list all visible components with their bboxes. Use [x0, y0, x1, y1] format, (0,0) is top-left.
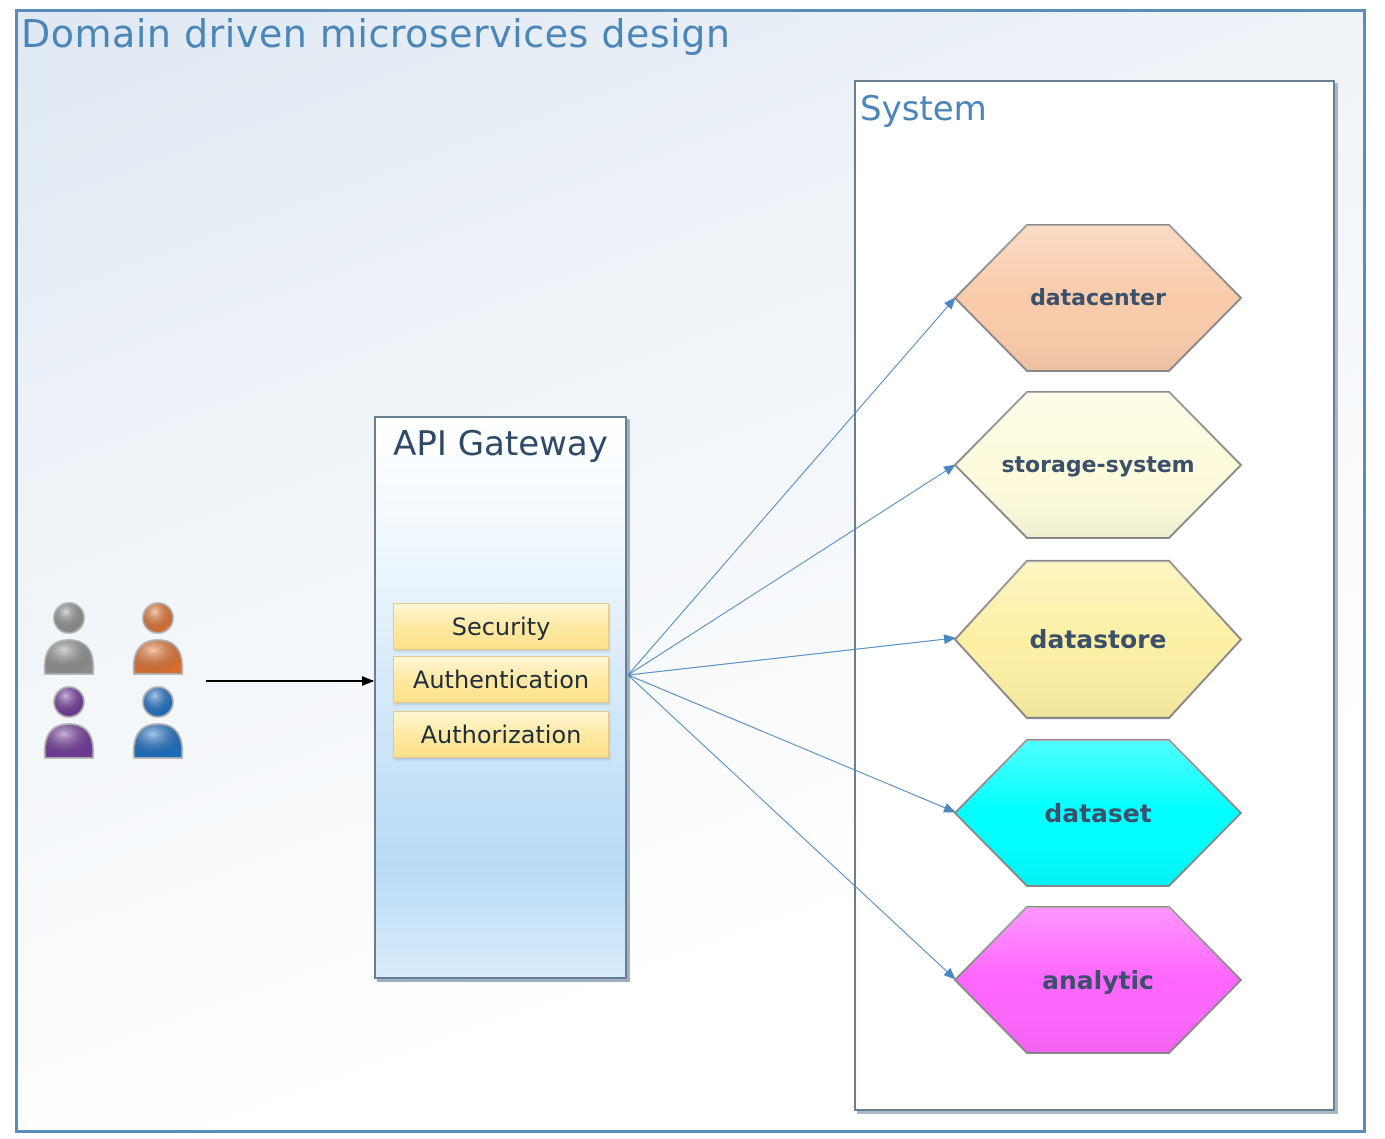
- service-datacenter: datacenter: [953, 224, 1243, 372]
- service-label-dataset: dataset: [1044, 798, 1152, 828]
- service-label-datacenter: datacenter: [1030, 285, 1166, 311]
- service-label-datastore: datastore: [1029, 625, 1167, 654]
- service-storage-system: storage-system: [953, 391, 1243, 539]
- service-dataset: dataset: [953, 739, 1243, 887]
- user-icon-gray: [41, 600, 97, 676]
- service-analytic: analytic: [953, 906, 1243, 1054]
- authentication-module: Authentication: [393, 656, 609, 703]
- service-label-storage-system: storage-system: [1001, 452, 1195, 478]
- service-datastore: datastore: [953, 559, 1243, 720]
- system-title: System: [860, 89, 987, 129]
- user-icon-orange: [130, 600, 186, 676]
- user-icon-blue: [130, 684, 186, 760]
- security-module: Security: [393, 603, 609, 650]
- api-gateway-title: API Gateway: [393, 424, 608, 464]
- user-icon-purple: [41, 684, 97, 760]
- authorization-module: Authorization: [393, 711, 609, 758]
- page-title: Domain driven microservices design: [21, 12, 731, 56]
- service-label-analytic: analytic: [1042, 965, 1154, 995]
